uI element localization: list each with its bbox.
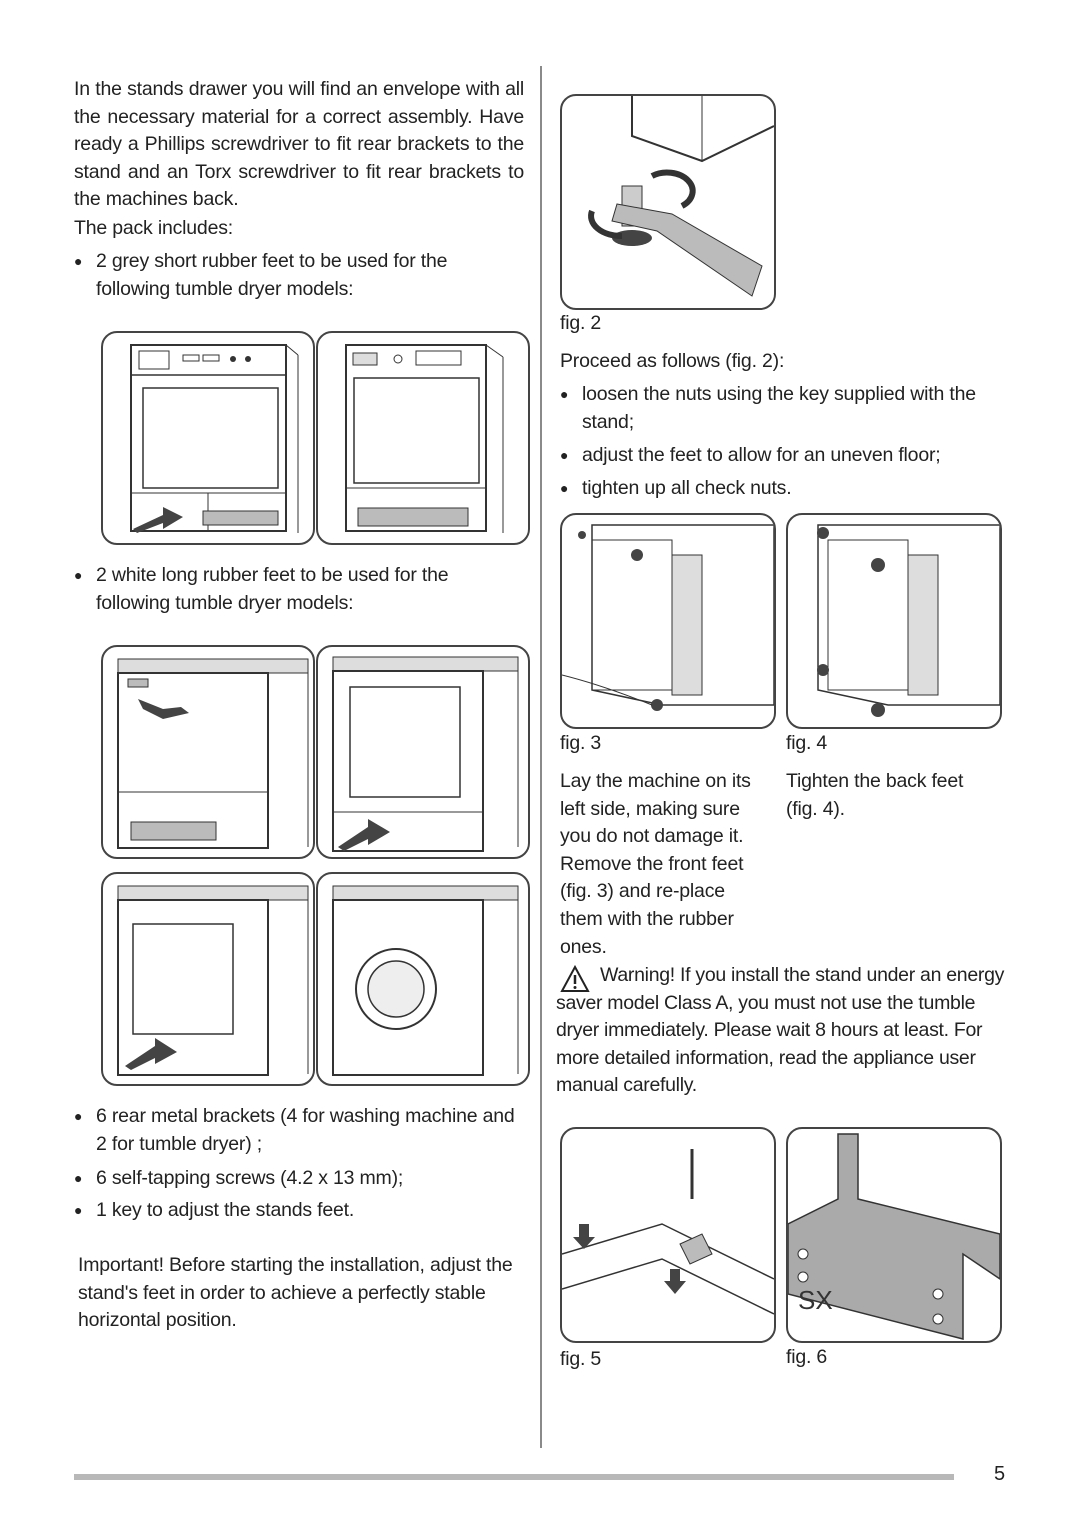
list-item-text: 2 grey short rubber feet to be used for … xyxy=(96,250,448,300)
step-text: loosen the nuts using the key supplied w… xyxy=(582,383,976,433)
list-item-key: ● 1 key to adjust the stands feet. xyxy=(74,1197,524,1225)
list-item-white-feet: ● 2 white long rubber feet to be used fo… xyxy=(74,562,524,617)
dryer-image-white-3 xyxy=(101,872,315,1086)
fig2-image xyxy=(560,94,776,310)
bullet: ● xyxy=(74,253,83,269)
washer-image xyxy=(316,872,530,1086)
list-item-text: 1 key to adjust the stands feet. xyxy=(96,1199,355,1221)
fig3-image xyxy=(560,513,776,729)
intro-paragraph: In the stands drawer you will find an en… xyxy=(74,78,524,211)
proceed-heading: Proceed as follows (fig. 2): xyxy=(560,350,785,372)
fig3-caption: fig. 3 xyxy=(560,732,602,754)
machine-on-side-illustration xyxy=(562,524,774,711)
bracket-screw-illustration xyxy=(562,1149,774,1315)
fig5-image xyxy=(560,1127,776,1343)
warning-icon xyxy=(560,965,590,992)
step-tighten: ● tighten up all check nuts. xyxy=(560,475,1000,503)
tumble-dryer-illustration xyxy=(130,344,299,533)
warning-text: Warning! If you install the stand under … xyxy=(556,962,1008,1100)
pack-includes-label: The pack includes: xyxy=(74,217,233,239)
tumble-dryer-illustration xyxy=(332,656,519,852)
tighten-back-feet-illustration xyxy=(817,524,1000,717)
list-item-text: 6 rear metal brackets (4 for washing mac… xyxy=(96,1105,515,1155)
fig6-caption: fig. 6 xyxy=(786,1346,828,1368)
bracket-side-mark: SX xyxy=(798,1285,833,1315)
fig4-image xyxy=(786,513,1002,729)
fig4-caption: fig. 4 xyxy=(786,732,828,754)
bullet: ● xyxy=(74,1170,83,1186)
step-adjust: ● adjust the feet to allow for an uneven… xyxy=(560,442,1000,470)
washing-machine-illustration xyxy=(332,885,519,1076)
step-text: tighten up all check nuts. xyxy=(582,477,792,499)
footer-rule xyxy=(74,1474,954,1480)
page-number: 5 xyxy=(994,1463,1006,1485)
tumble-dryer-illustration xyxy=(345,344,504,533)
list-item-grey-feet: ● 2 grey short rubber feet to be used fo… xyxy=(74,248,524,303)
dryer-image-grey-2 xyxy=(316,331,530,545)
metal-bracket-illustration: SX xyxy=(788,1133,1000,1340)
list-item-text: 2 white long rubber feet to be used for … xyxy=(96,564,449,614)
bullet: ● xyxy=(74,567,83,583)
list-item-screws: ● 6 self-tapping screws (4.2 x 13 mm); xyxy=(74,1165,524,1193)
bullet: ● xyxy=(74,1202,83,1218)
bullet: ● xyxy=(560,386,569,402)
fig2-caption: fig. 2 xyxy=(560,312,602,334)
tumble-dryer-illustration xyxy=(117,885,309,1076)
dryer-image-white-1 xyxy=(101,645,315,859)
important-label: Important! xyxy=(78,1254,164,1276)
dryer-image-white-2 xyxy=(316,645,530,859)
column-divider xyxy=(540,66,542,1448)
step-loosen: ● loosen the nuts using the key supplied… xyxy=(560,381,980,436)
fig6-image: SX xyxy=(786,1127,1002,1343)
fig4-description: Tighten the back feet (fig. 4). xyxy=(786,770,964,820)
important-note: Important! Before starting the installat… xyxy=(78,1252,518,1335)
important-text: Before starting the installation, adjust… xyxy=(78,1254,513,1332)
tumble-dryer-illustration xyxy=(117,658,309,849)
fig5-caption: fig. 5 xyxy=(560,1348,602,1370)
dryer-image-grey-1 xyxy=(101,331,315,545)
bullet: ● xyxy=(560,480,569,496)
bullet: ● xyxy=(560,447,569,463)
list-item-brackets: ● 6 rear metal brackets (4 for washing m… xyxy=(74,1103,530,1158)
adjust-foot-illustration xyxy=(588,96,774,297)
warning-body: Warning! If you install the stand under … xyxy=(556,964,1005,1097)
fig3-description: Lay the machine on its left side, making… xyxy=(560,770,751,958)
bullet: ● xyxy=(74,1108,83,1124)
step-text: adjust the feet to allow for an uneven f… xyxy=(582,444,941,466)
list-item-text: 6 self-tapping screws (4.2 x 13 mm); xyxy=(96,1167,404,1189)
